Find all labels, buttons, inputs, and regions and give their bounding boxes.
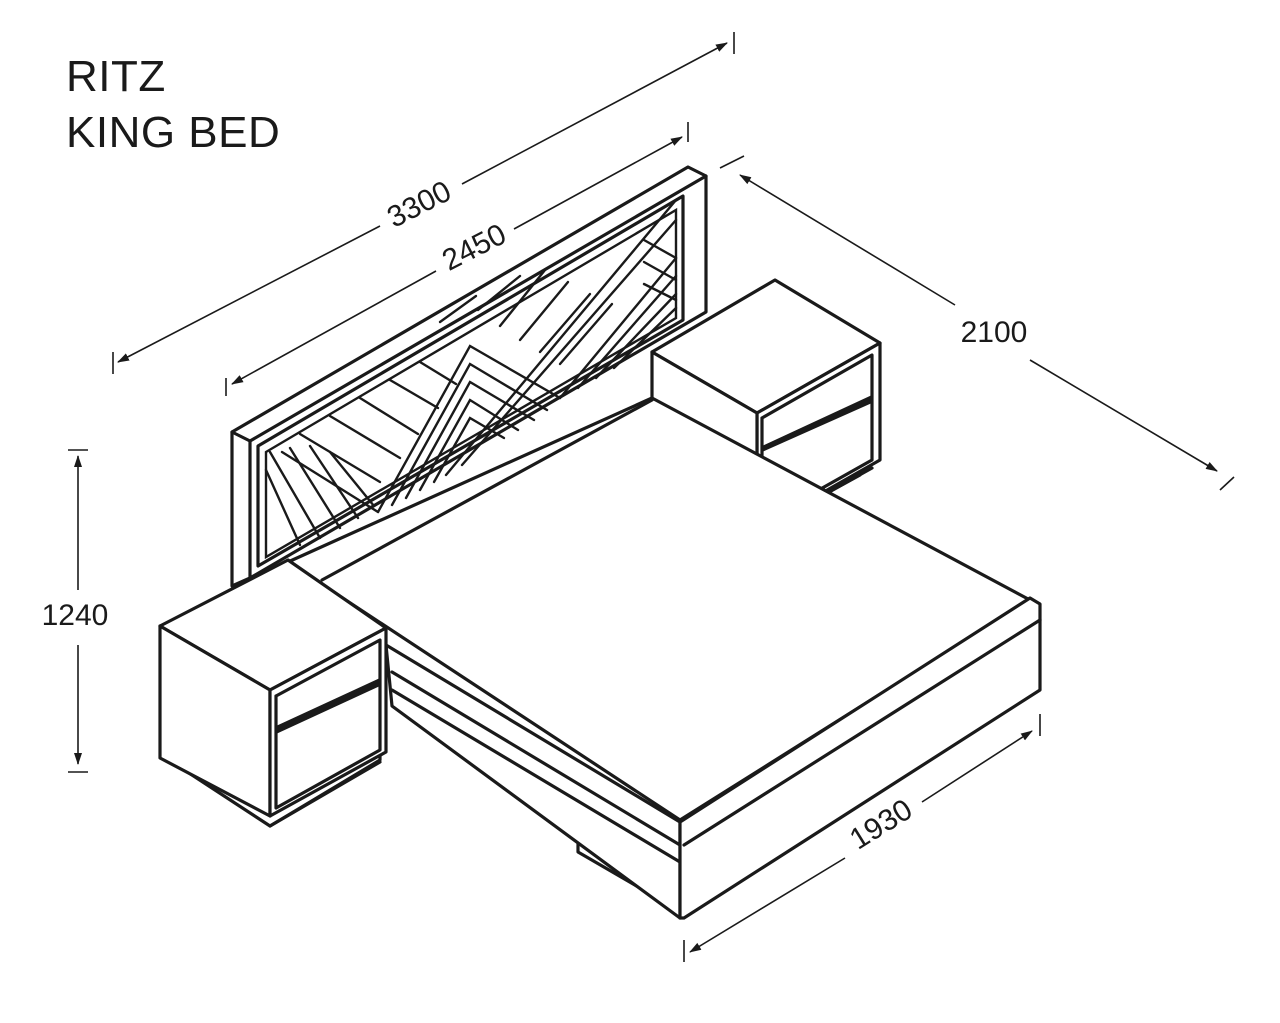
- bed-frame: [286, 396, 1042, 920]
- dimension-label-2100: 2100: [961, 316, 1028, 349]
- dimension-label-3300: 3300: [382, 175, 456, 235]
- nightstand-left: [158, 558, 388, 828]
- headboard: [230, 165, 708, 588]
- dimension-height: 1240: [42, 449, 109, 773]
- product-name: RITZ: [66, 52, 166, 101]
- product-type: KING BED: [66, 108, 281, 157]
- dimension-label-2450: 2450: [437, 218, 511, 278]
- headboard-panel: [256, 194, 685, 568]
- dimension-label-1240: 1240: [42, 599, 109, 632]
- dimension-depth: 2100: [719, 155, 1235, 491]
